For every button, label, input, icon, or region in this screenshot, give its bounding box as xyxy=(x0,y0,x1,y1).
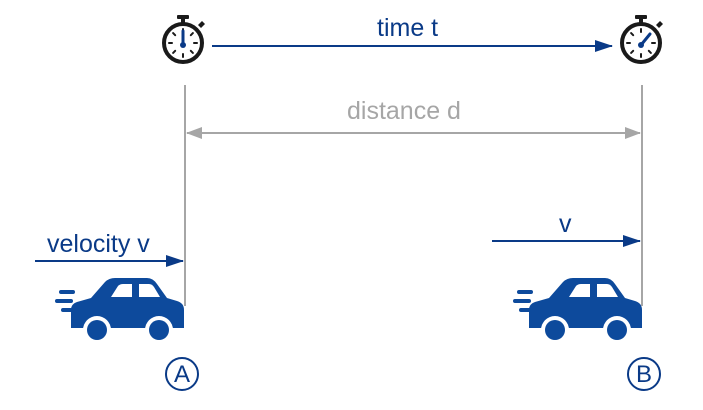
stopwatch-icon xyxy=(620,13,665,64)
velocity-short-label: v xyxy=(559,210,572,238)
velocity-label: velocity v xyxy=(47,230,150,258)
point-a-marker: A xyxy=(165,357,199,391)
point-b-marker: B xyxy=(627,357,661,391)
stopwatch-icon xyxy=(162,13,207,64)
distance-label: distance d xyxy=(347,97,461,125)
car-icon xyxy=(513,278,642,344)
time-label: time t xyxy=(377,14,439,42)
car-icon xyxy=(55,278,184,344)
